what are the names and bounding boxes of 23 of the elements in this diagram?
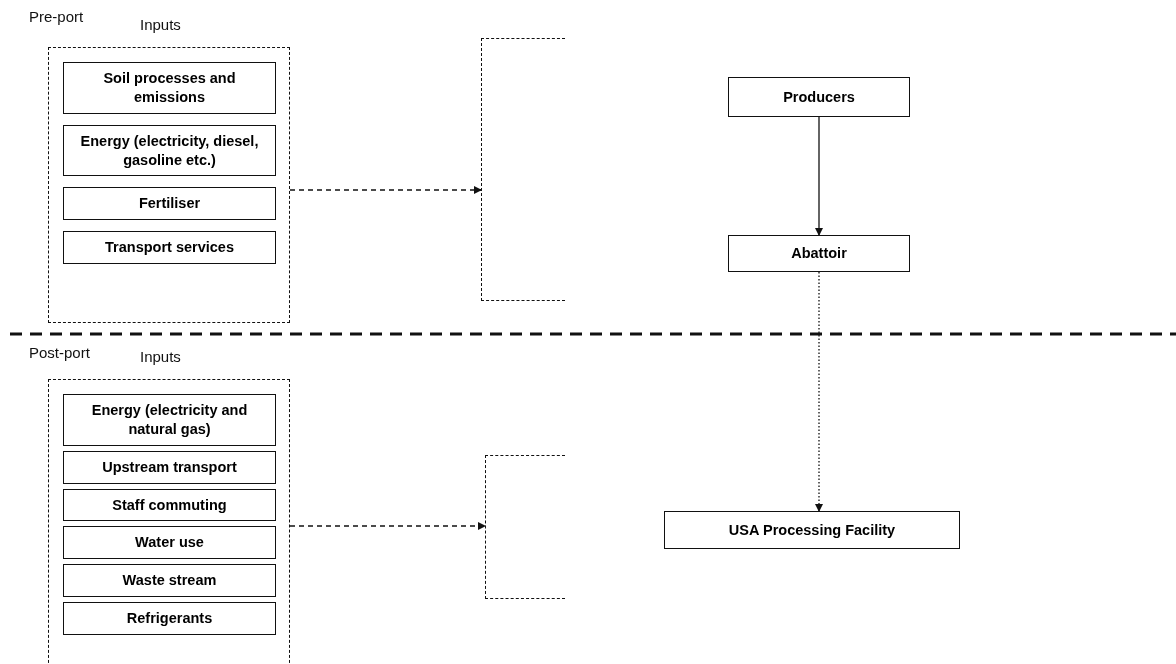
input-box: Transport services [63,231,276,265]
arrow [289,186,482,194]
input-box: Fertiliser [63,187,276,221]
arrow [289,522,486,530]
input-box: Upstream transport [63,450,276,484]
dashed-bracket [485,455,565,599]
input-box: Waste stream [63,564,276,598]
group-heading: Inputs [140,348,181,365]
input-box: Energy (electricity and natural gas) [63,394,276,446]
group-heading: Inputs [140,16,181,33]
section-label: Pre-port [29,8,84,25]
input-box: Soil processes and emissions [63,62,276,114]
process-box: Abattoir [728,235,910,272]
input-box: Energy (electricity, diesel, gasoline etc.) [63,124,276,177]
input-box: Water use [63,526,276,560]
arrow [815,271,823,512]
process-box: Producers [728,77,910,117]
arrow [815,116,823,236]
process-box: USA Processing Facility [664,511,960,549]
dashed-bracket [481,38,565,301]
section-label: Post-port [29,344,90,361]
input-box: Staff commuting [63,488,276,522]
input-box: Refrigerants [63,602,276,635]
